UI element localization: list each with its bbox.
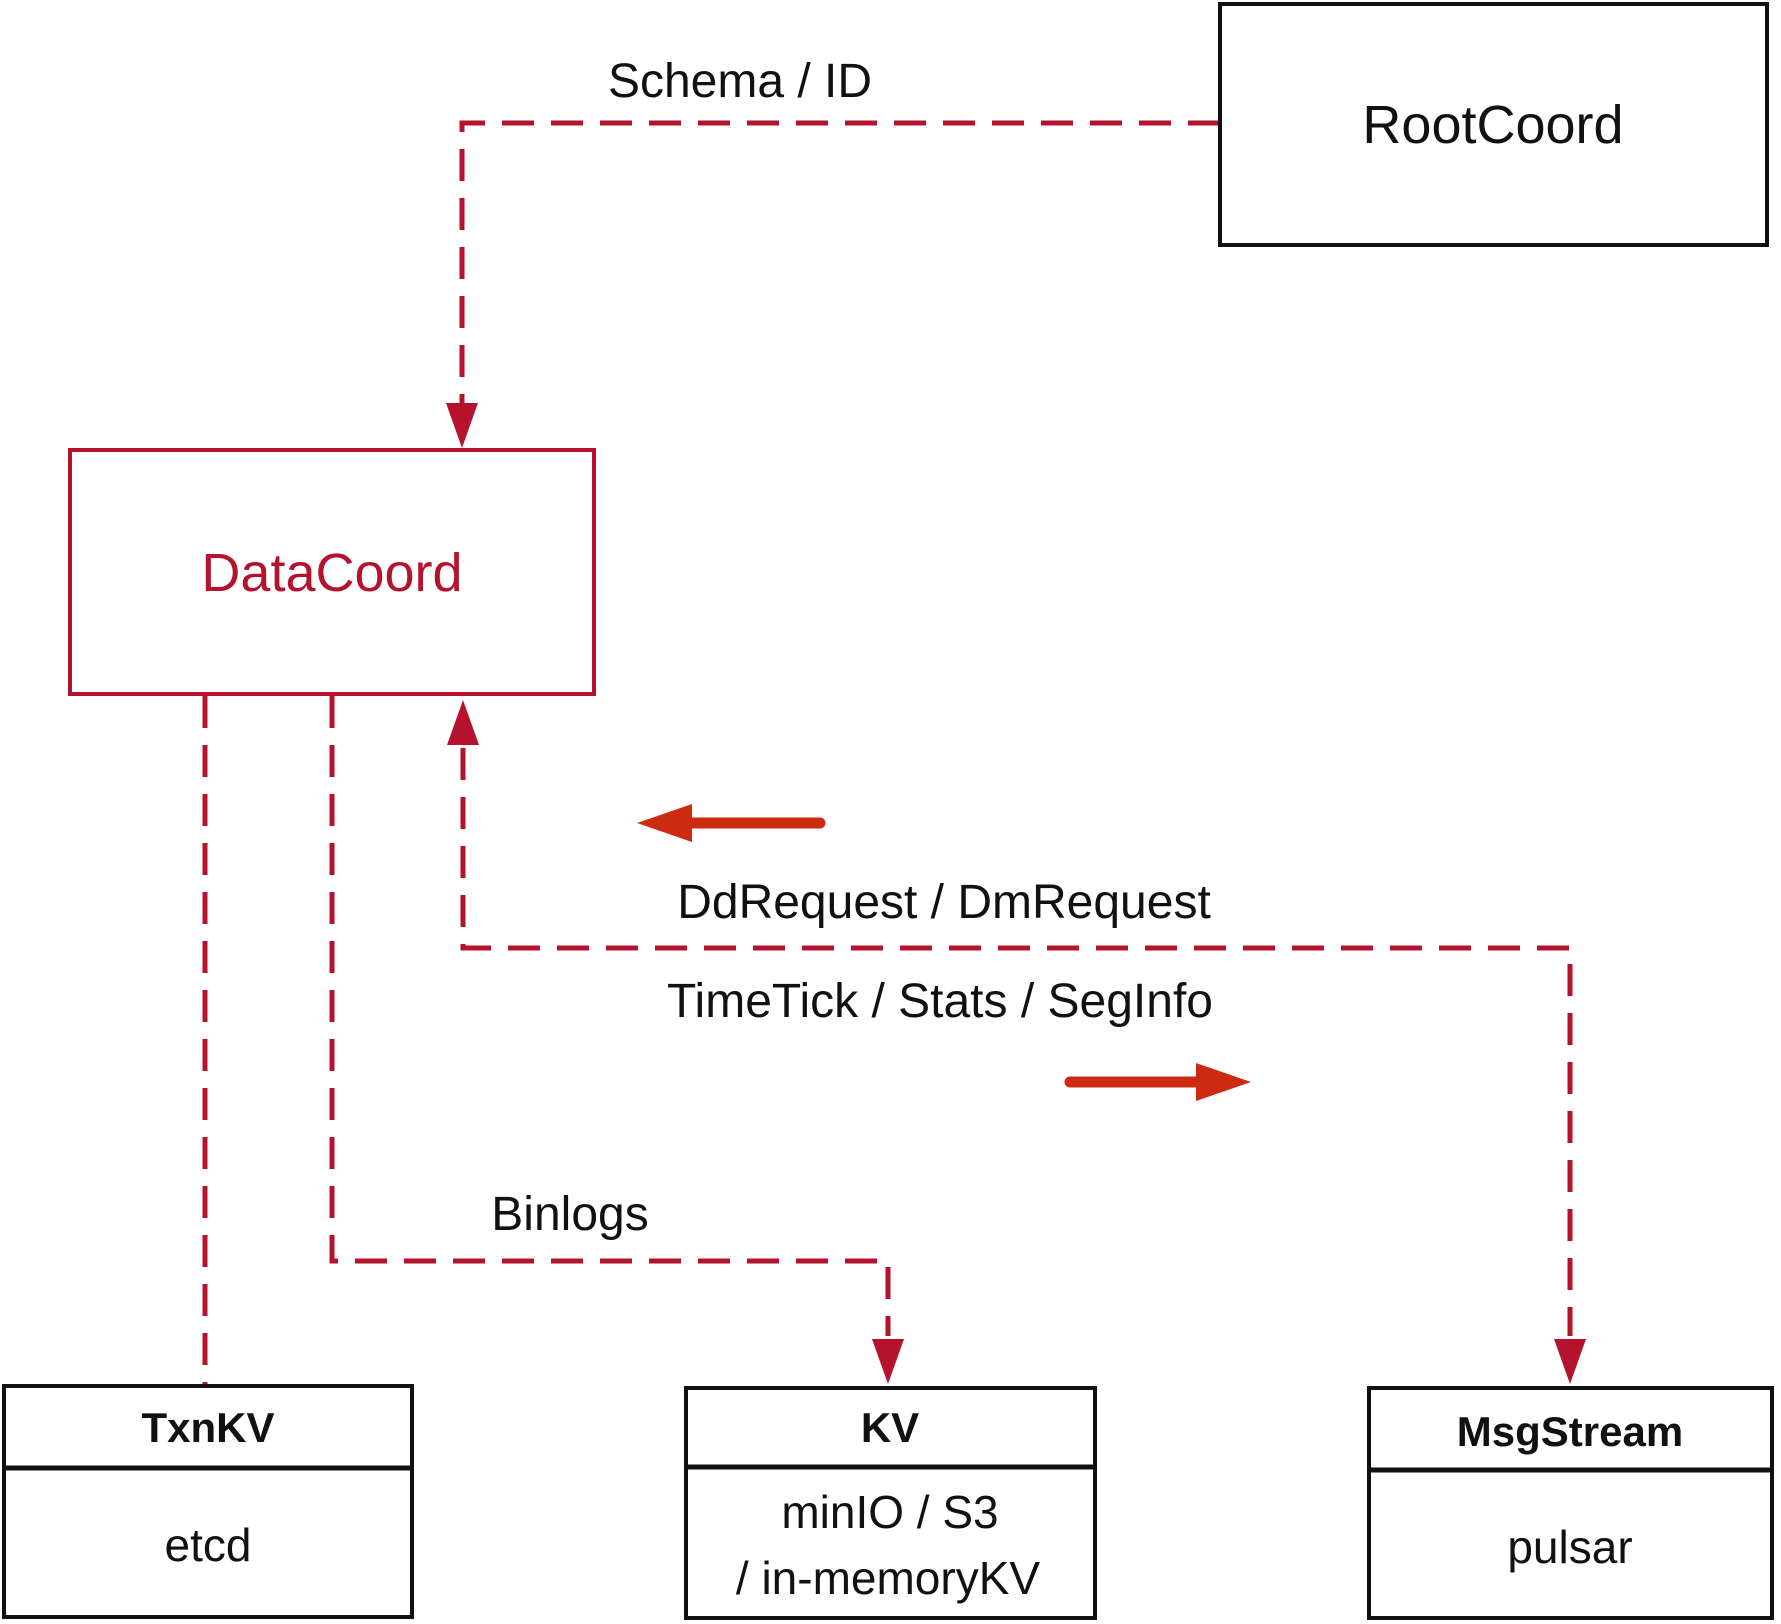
rootcoord-label: RootCoord	[1362, 95, 1623, 155]
edge-binlogs	[329, 696, 904, 1384]
edge-schema-id	[446, 120, 1220, 448]
flow-arrow-right	[1064, 1063, 1251, 1101]
arrowhead-down-into-datacoord-icon	[446, 403, 478, 448]
kv-box	[684, 1386, 1097, 1620]
kv-body-line1: minIO / S3	[781, 1486, 998, 1538]
edge-schema-id-line	[459, 120, 1220, 436]
txnkv-title: TxnKV	[141, 1404, 274, 1451]
txnkv-body: etcd	[165, 1519, 252, 1571]
edge-requests-timetick-line	[460, 748, 1573, 1336]
txnkv-box	[2, 1384, 414, 1619]
kv-title: KV	[861, 1404, 919, 1451]
msgstream-box	[1367, 1386, 1774, 1620]
msgstream-title: MsgStream	[1457, 1408, 1683, 1455]
datacoord-label: DataCoord	[201, 543, 462, 603]
node-rootcoord: RootCoord	[1218, 2, 1769, 247]
arrowhead-down-into-msgstream-icon	[1554, 1339, 1586, 1384]
datacoord-box	[68, 448, 596, 696]
dd-dm-request-label: DdRequest / DmRequest	[677, 876, 1211, 929]
edge-binlogs-line	[329, 696, 891, 1336]
node-kv: KV minIO / S3 / in-memoryKV	[684, 1386, 1097, 1620]
node-msgstream: MsgStream pulsar	[1367, 1386, 1774, 1620]
arrowhead-down-into-kv-icon	[872, 1339, 904, 1384]
binlogs-label: Binlogs	[491, 1188, 648, 1241]
arrowhead-up-into-datacoord-icon	[447, 700, 479, 745]
node-datacoord: DataCoord	[68, 448, 596, 696]
edge-requests-timetick	[447, 700, 1586, 1384]
kv-body-line2: / in-memoryKV	[736, 1552, 1040, 1604]
flow-arrow-left	[637, 804, 826, 842]
timetick-stats-seginfo-label: TimeTick / Stats / SegInfo	[667, 975, 1213, 1028]
rootcoord-box	[1218, 2, 1769, 247]
arrow-left-icon	[637, 804, 692, 842]
msgstream-body: pulsar	[1507, 1521, 1632, 1573]
schema-id-label: Schema / ID	[608, 55, 872, 108]
node-txnkv: TxnKV etcd	[2, 1384, 414, 1619]
arrow-right-icon	[1196, 1063, 1251, 1101]
